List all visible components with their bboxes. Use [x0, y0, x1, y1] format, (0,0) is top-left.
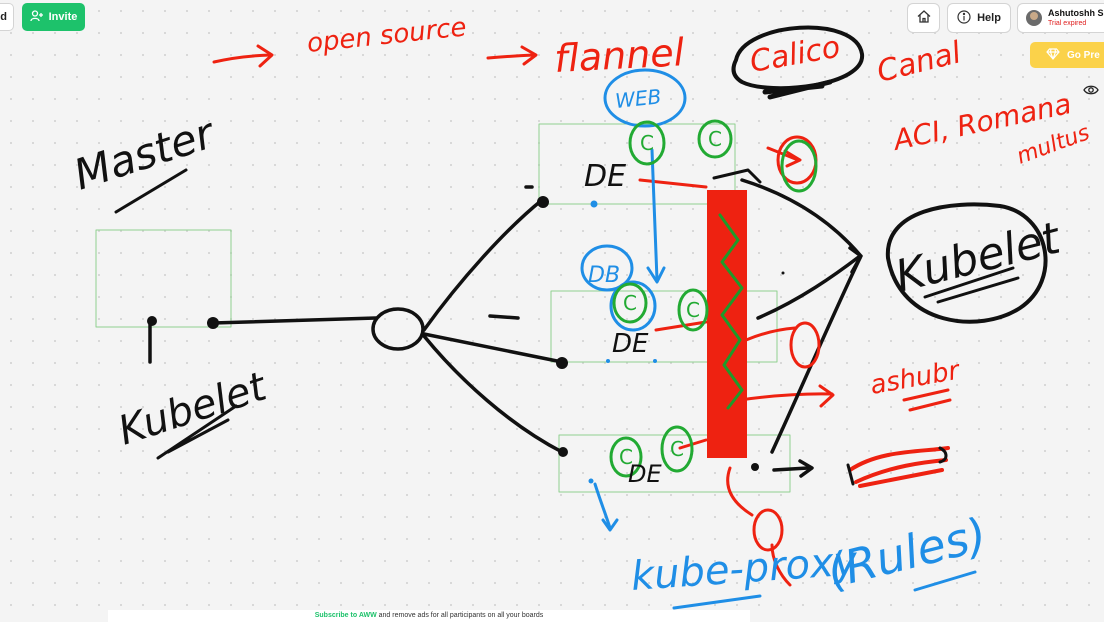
- diamond-icon: [1046, 47, 1060, 63]
- invite-label: Invite: [48, 11, 78, 23]
- note-db: DB: [588, 263, 620, 288]
- note-rules: (Rules): [822, 507, 992, 599]
- note-canal: Canal: [873, 35, 965, 90]
- red-link-4: [744, 326, 797, 342]
- blue-dots: [588, 200, 657, 484]
- add-user-icon: [29, 9, 44, 25]
- note-c-6: C: [670, 437, 684, 461]
- note-kubelet-left: Kubelet: [113, 363, 273, 454]
- kubelet-underline-right: [923, 266, 1020, 304]
- ashubr-underline: [902, 388, 952, 412]
- note-c-2: C: [708, 127, 722, 151]
- blue-shapes: [580, 68, 977, 610]
- home-icon: [917, 10, 931, 26]
- red-scribble: [848, 446, 950, 488]
- go-premium-label: Go Pre: [1067, 49, 1100, 61]
- help-button[interactable]: Help: [947, 3, 1011, 33]
- master-underline: [114, 168, 188, 214]
- kubelet-ellipse: [885, 202, 1048, 324]
- green-c-circles: [609, 119, 818, 478]
- note-de-1: DE: [584, 159, 626, 194]
- trial-status: Trial expired: [1048, 20, 1087, 27]
- bridge-top: [712, 168, 762, 184]
- note-open-source: open source: [306, 12, 468, 59]
- user-name: Ashutoshh Si: [1048, 8, 1104, 18]
- help-label: Help: [977, 12, 1001, 24]
- red-link-1: [638, 178, 708, 189]
- go-premium-button[interactable]: Go Pre: [1030, 42, 1104, 68]
- calico-scribble: [762, 79, 833, 100]
- subscribe-banner: Subscribe to AWW and remove ads for all …: [108, 610, 750, 622]
- note-web: WEB: [614, 84, 662, 113]
- red-link-2: [654, 320, 708, 332]
- board-menu-button[interactable]: d: [0, 3, 14, 31]
- note-c-4: C: [686, 298, 700, 322]
- note-ashubr: ashubr: [868, 355, 964, 401]
- note-c-5: C: [619, 445, 633, 469]
- bridge-zigzag: [718, 213, 744, 410]
- info-icon: [957, 9, 971, 27]
- board-menu-label: d: [0, 11, 7, 23]
- note-master: Master: [68, 108, 222, 200]
- connector-lines: [148, 178, 863, 478]
- home-button[interactable]: [907, 3, 940, 33]
- note-de-3: DE: [628, 460, 662, 488]
- kube-scribble-ink: [846, 446, 948, 486]
- note-flannel: flannel: [553, 30, 686, 81]
- subscribe-banner-text: and remove ads for all participants on a…: [376, 612, 544, 619]
- eye-icon[interactable]: [1083, 83, 1099, 101]
- invite-button[interactable]: Invite: [22, 3, 85, 31]
- calico-ellipse: [731, 25, 864, 91]
- avatar: [1026, 10, 1042, 26]
- note-de-2: DE: [612, 329, 649, 359]
- connector-dots: [147, 196, 785, 471]
- kubelet-underline: [156, 404, 238, 460]
- note-c-3: C: [623, 291, 637, 315]
- subscribe-link[interactable]: Subscribe to AWW: [314, 612, 377, 619]
- user-menu[interactable]: Ashutoshh Si Trial expired: [1017, 3, 1104, 33]
- note-c-1: C: [640, 131, 654, 155]
